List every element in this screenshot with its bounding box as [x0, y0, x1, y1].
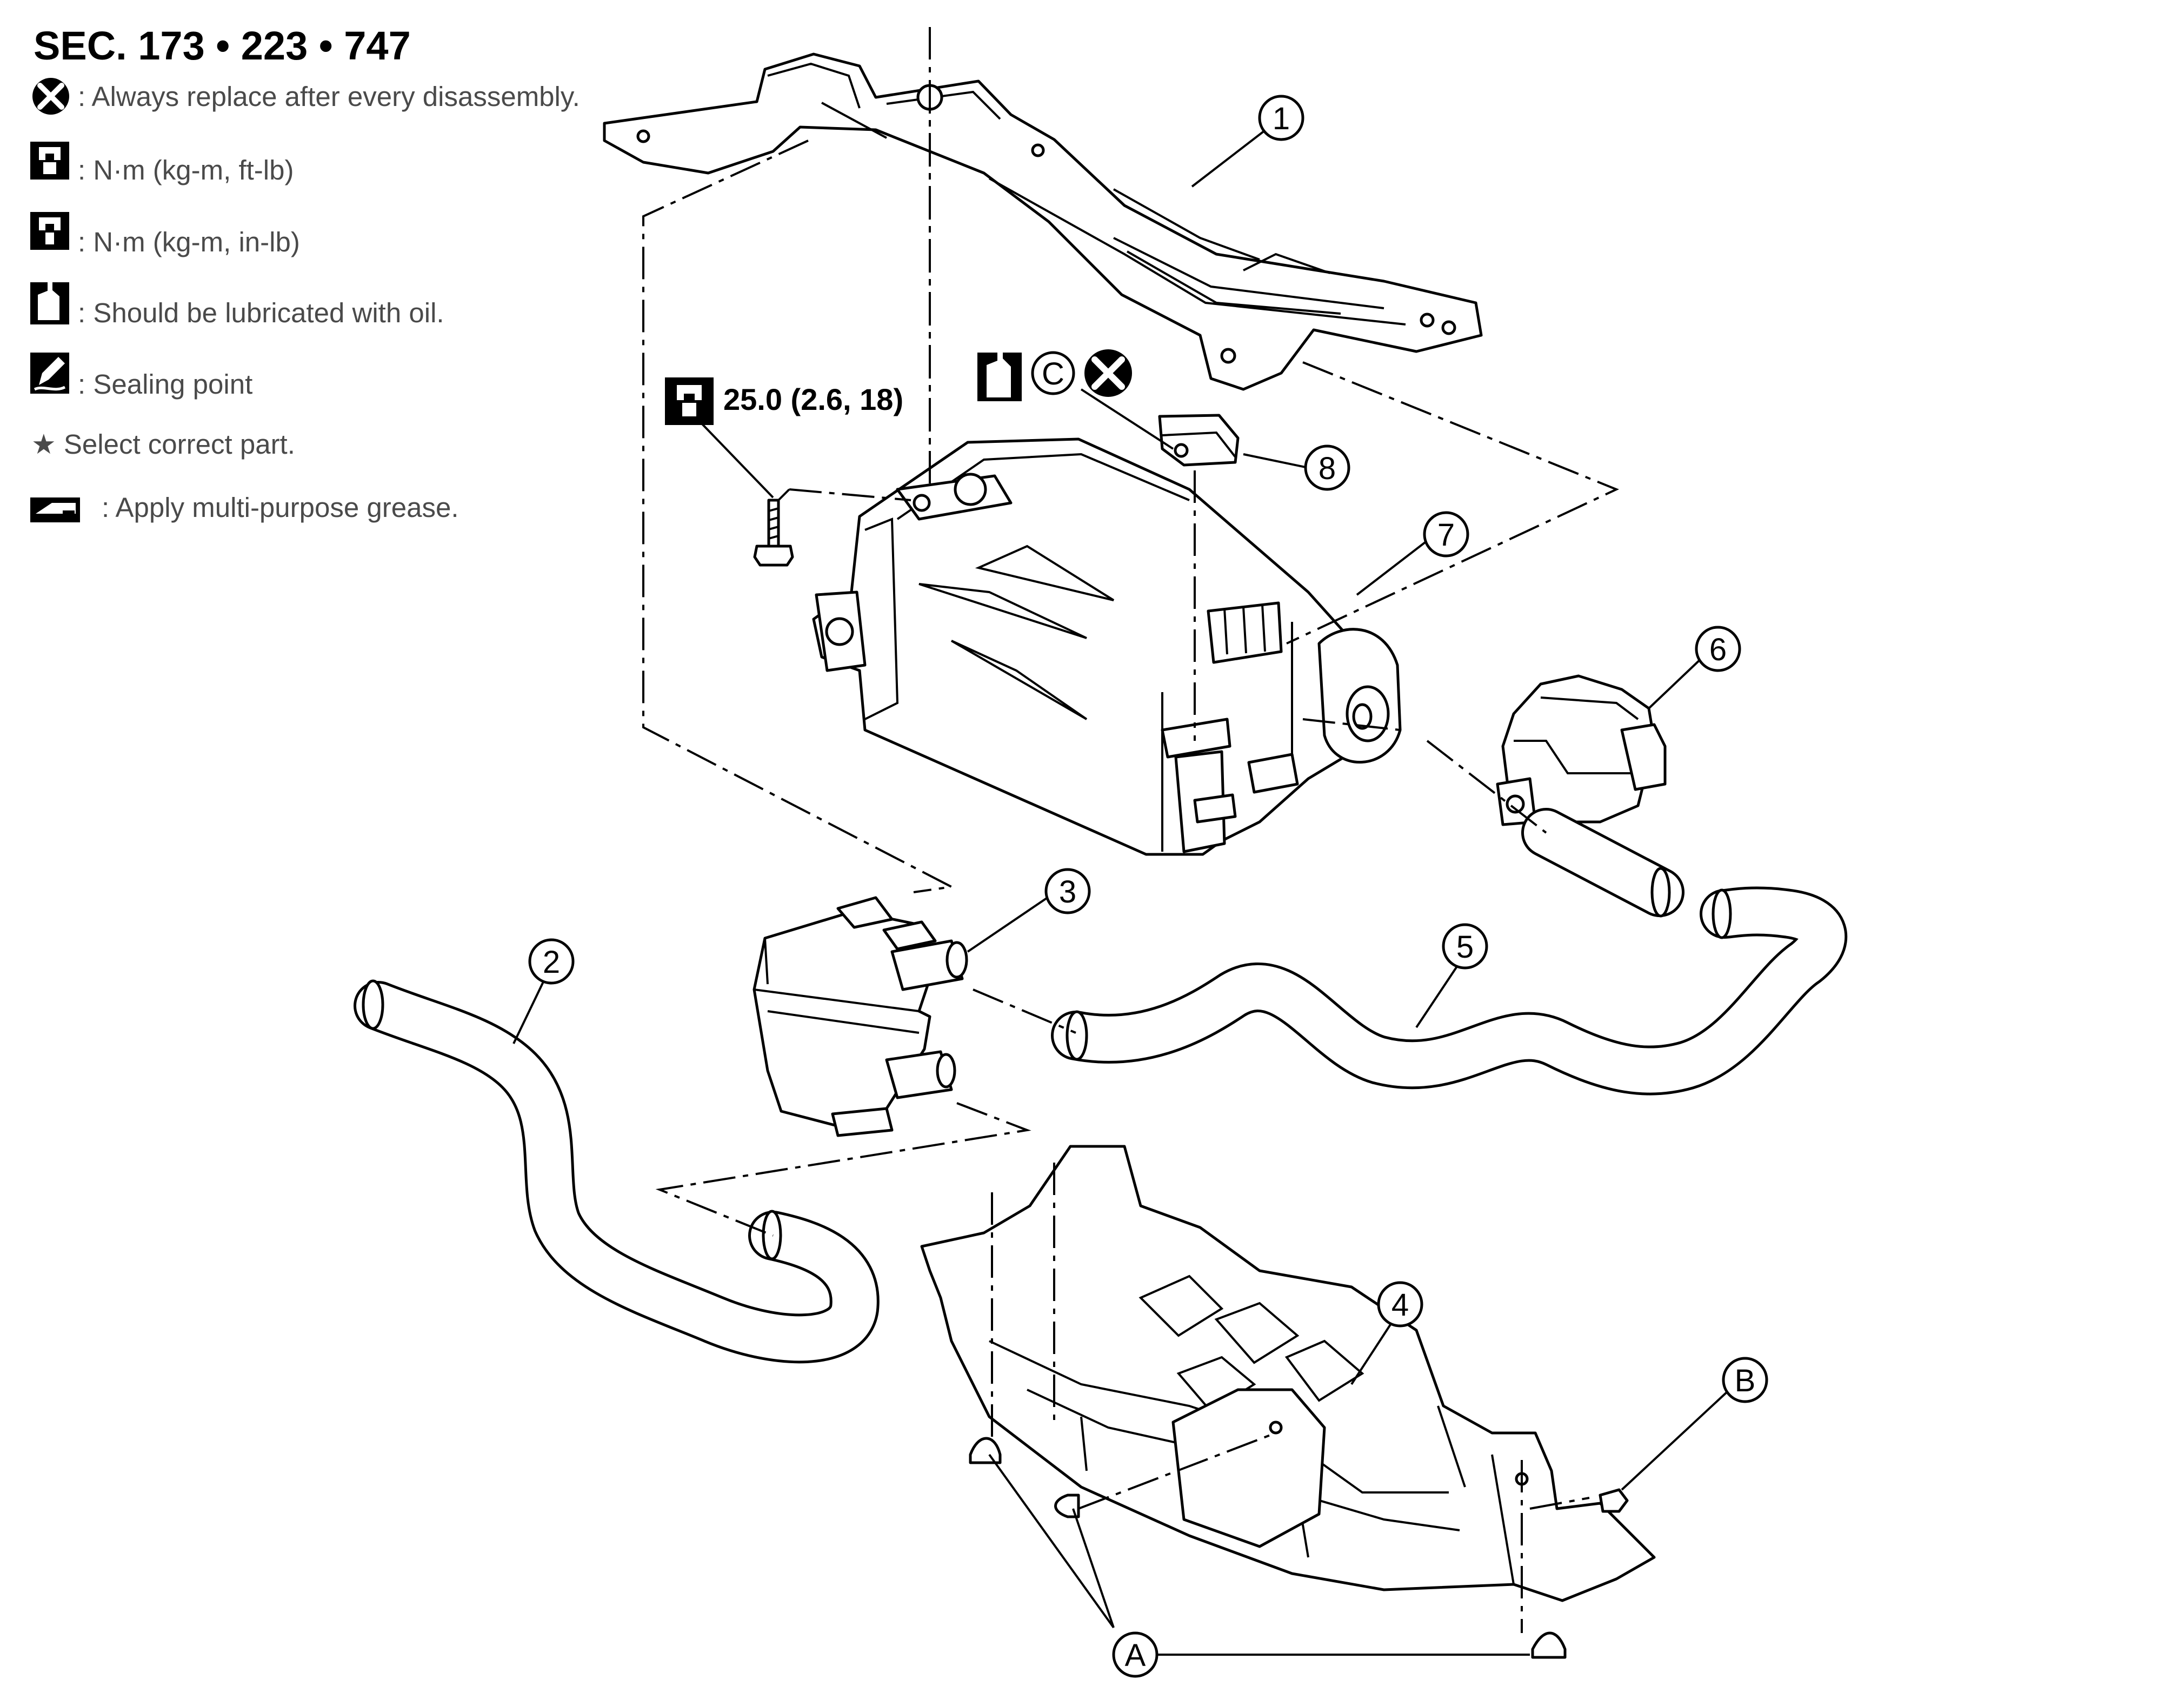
part-5-hose: [1051, 886, 1848, 1096]
clip-a-3: [1531, 1631, 1567, 1659]
legend-item-oil-icon: [28, 291, 71, 334]
clip-a-1: [969, 1437, 1002, 1464]
section-title: SEC. 173 • 223 • 747: [34, 23, 411, 68]
clip-a-2: [1054, 1494, 1080, 1518]
oil-can-icon: [977, 351, 1022, 401]
legend-text: : Sealing point: [78, 368, 253, 400]
legend-text: ★ Select correct part.: [31, 429, 295, 460]
svg-text:A: A: [1125, 1638, 1146, 1673]
always-replace-icon: [1084, 349, 1132, 397]
svg-text:B: B: [1735, 1363, 1756, 1398]
callout-6: 6: [1695, 626, 1741, 672]
legend-oil-can-icon: [30, 281, 69, 324]
legend-item-torque-ft-lb: : N·m (kg-m, ft-lb): [28, 148, 294, 191]
callout-8: 8: [1304, 444, 1350, 491]
svg-text:4: 4: [1391, 1287, 1409, 1323]
callout-a: A: [1112, 1631, 1158, 1678]
part-6-vent-valve: [1496, 674, 1667, 826]
nut-b: [1599, 1488, 1629, 1513]
legend-torque-wrench-in-lb-icon: [30, 212, 69, 250]
leader-lines: [512, 117, 1736, 1656]
callout-4: 4: [1377, 1281, 1423, 1328]
legend-text: : N·m (kg-m, in-lb): [78, 226, 300, 257]
part-4-protector: [920, 1145, 1656, 1602]
svg-text:2: 2: [543, 945, 560, 980]
torque-value: 25.0 (2.6, 18): [723, 382, 904, 416]
legend-text: : N·m (kg-m, ft-lb): [78, 154, 294, 185]
legend-item-sealing-icon: [28, 362, 71, 406]
callout-3: 3: [1044, 868, 1091, 914]
part-1-bracket: [603, 52, 1483, 391]
callout-1: 1: [1258, 95, 1304, 141]
svg-text:3: 3: [1059, 874, 1076, 910]
svg-text:8: 8: [1319, 451, 1336, 486]
bolt: [753, 499, 794, 567]
svg-text:1: 1: [1273, 101, 1290, 136]
legend-item-sealing: : Sealing point: [28, 362, 252, 406]
legend-torque-wrench-ft-lb-icon: [30, 142, 69, 180]
legend-text: : Always replace after every disassembly…: [78, 81, 580, 112]
part-8-clip: [1158, 414, 1240, 467]
callout-7: 7: [1423, 511, 1469, 558]
legend-item-oil: : Should be lubricated with oil.: [28, 291, 444, 334]
part-7-canister: [812, 437, 1402, 856]
callout-2: 2: [528, 938, 575, 985]
legend-grease-icon: [30, 497, 80, 522]
legend-text: : Apply multi-purpose grease.: [102, 492, 459, 523]
legend-always-replace-icon: [32, 78, 69, 115]
callout-b: B: [1722, 1357, 1768, 1403]
legend-sealing-point-icon: [30, 353, 69, 394]
callout-5: 5: [1442, 923, 1488, 970]
assembly-lines: [642, 27, 1620, 1633]
part-3-drain-filter: [753, 896, 968, 1137]
svg-text:C: C: [1042, 356, 1064, 391]
legend-text: : Should be lubricated with oil.: [78, 297, 444, 328]
legend-item-always-replace-icon: [28, 75, 71, 118]
legend-item-torque-in-lb: : N·m (kg-m, in-lb): [28, 220, 300, 263]
part-6-outlet-tube: [1521, 808, 1684, 918]
legend-item-grease: : Apply multi-purpose grease.: [95, 486, 459, 529]
part-2-hose: [354, 979, 880, 1364]
legend-item-torque-in-lb-icon: [28, 220, 71, 263]
circle-c-icon: C: [1031, 351, 1075, 395]
legend-item-torque-ft-lb-icon: [28, 148, 71, 191]
svg-text:6: 6: [1709, 632, 1727, 667]
legend-item-always-replace: : Always replace after every disassembly…: [28, 75, 580, 118]
svg-text:7: 7: [1437, 517, 1455, 553]
torque-wrench-icon: [665, 377, 714, 425]
legend-item-select-part: ★ Select correct part.: [31, 423, 295, 466]
svg-text:5: 5: [1456, 930, 1474, 965]
